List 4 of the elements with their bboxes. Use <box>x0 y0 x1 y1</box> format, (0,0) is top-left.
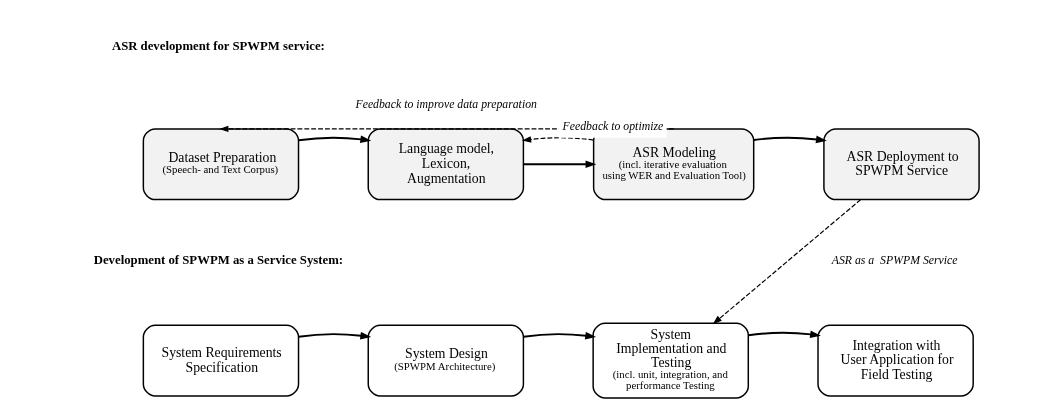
edge-label: Feedback to improve data preparation <box>355 98 537 112</box>
edge-label: ASR as a SPWPM Service <box>831 254 958 268</box>
label: Development of SPWPM as a Service System: <box>93 252 344 267</box>
label: ASR development for SPWPM service: <box>111 38 325 53</box>
